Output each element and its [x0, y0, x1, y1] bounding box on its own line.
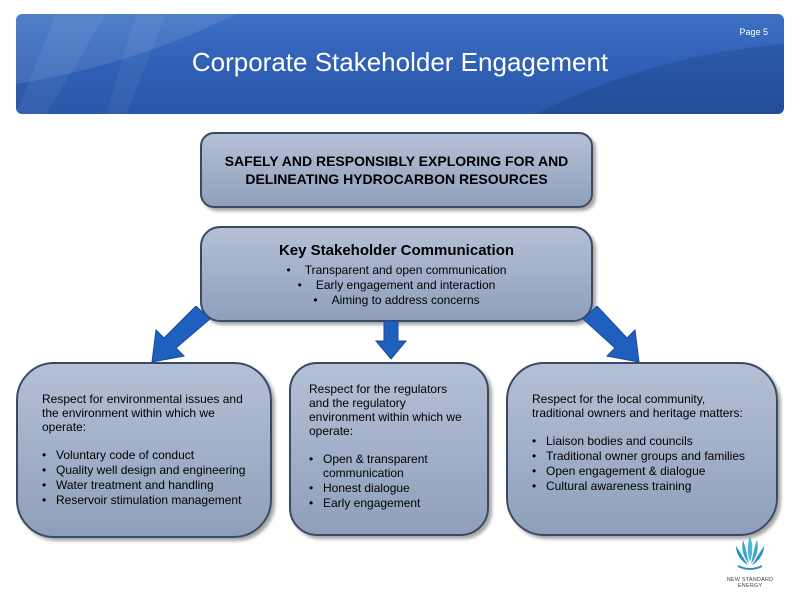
community-box: Respect for the local community, traditi… [506, 362, 778, 536]
page-number: Page 5 [739, 27, 768, 37]
logo-line-1: NEW STANDARD [726, 577, 774, 583]
list-item: Honest dialogue [309, 481, 469, 495]
logo-mark-icon [736, 536, 764, 570]
environment-intro: Respect for environmental issues and the… [42, 392, 243, 434]
arrow-down-right-icon [583, 306, 640, 363]
list-item: Voluntary code of conduct [42, 448, 252, 462]
list-item: Traditional owner groups and families [532, 449, 758, 463]
community-list: Liaison bodies and councils Traditional … [532, 434, 758, 493]
environment-box: Respect for environmental issues and the… [16, 362, 272, 538]
list-item: Water treatment and handling [42, 478, 252, 492]
list-item: Open engagement & dialogue [532, 464, 758, 478]
list-item: Cultural awareness training [532, 479, 758, 493]
list-item: Liaison bodies and councils [532, 434, 758, 448]
header-banner: Page 5 Corporate Stakeholder Engagement [16, 14, 784, 114]
list-item: Early engagement and interaction [202, 278, 591, 293]
arrow-down-icon [375, 321, 407, 360]
regulators-box: Respect for the regulators and the regul… [289, 362, 489, 536]
page-title: Corporate Stakeholder Engagement [191, 47, 609, 77]
key-communication-list: Transparent and open communication Early… [202, 263, 591, 308]
banner-decoration [16, 14, 784, 114]
list-item: Transparent and open communication [202, 263, 591, 278]
logo-line-2: ENERGY [737, 583, 763, 589]
regulators-list: Open & transparent communication Honest … [309, 452, 469, 510]
arrow-down-left-icon [151, 306, 210, 363]
list-item: Open & transparent communication [309, 452, 469, 480]
environment-list: Voluntary code of conduct Quality well d… [42, 448, 252, 507]
list-item: Aiming to address concerns [202, 293, 591, 308]
key-communication-box: Key Stakeholder Communication Transparen… [200, 226, 593, 322]
company-logo: NEW STANDARD ENERGY [720, 532, 780, 594]
list-item: Reservoir stimulation management [42, 493, 252, 507]
list-item: Quality well design and engineering [42, 463, 252, 477]
goal-text: SAFELY AND RESPONSIBLY EXPLORING FOR AND… [224, 153, 569, 187]
goal-box: SAFELY AND RESPONSIBLY EXPLORING FOR AND… [200, 132, 593, 208]
list-item: Early engagement [309, 496, 469, 510]
regulators-intro: Respect for the regulators and the regul… [309, 382, 462, 438]
key-communication-title: Key Stakeholder Communication [278, 242, 515, 259]
community-intro: Respect for the local community, traditi… [532, 392, 743, 420]
